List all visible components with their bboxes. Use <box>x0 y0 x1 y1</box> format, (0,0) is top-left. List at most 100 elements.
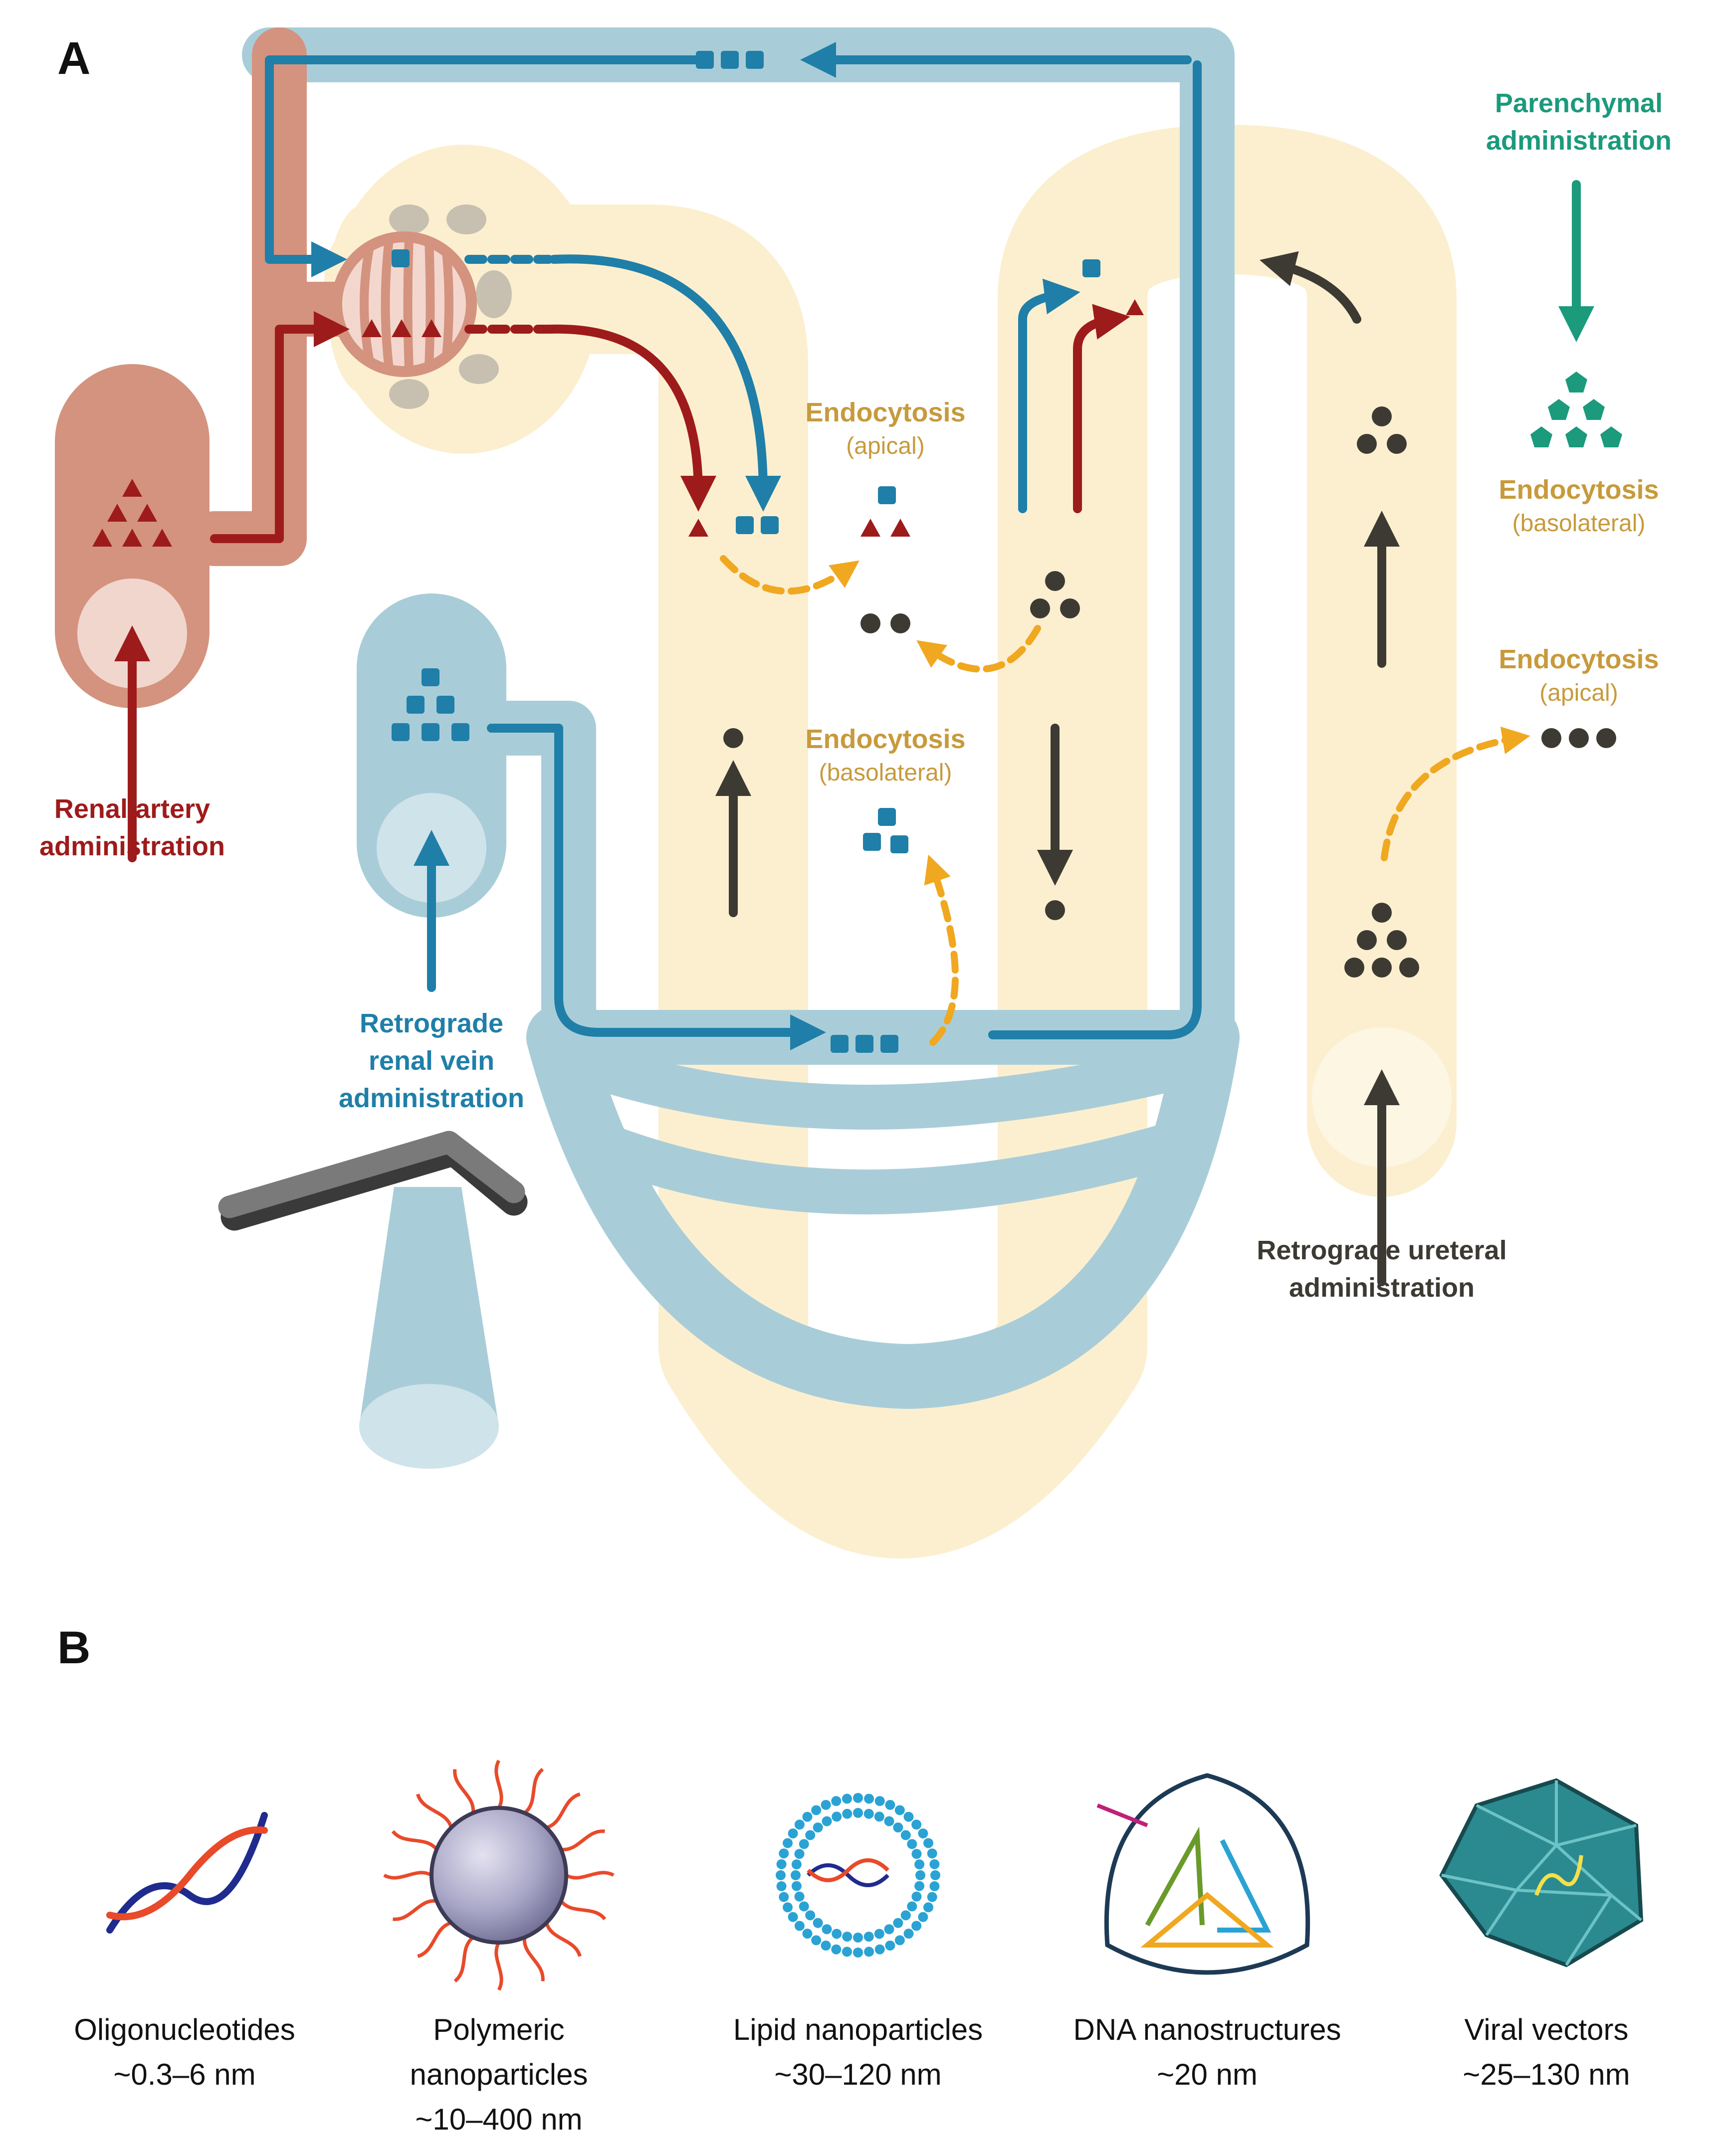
lipid-bead <box>923 1902 933 1913</box>
polymer-chain <box>393 1899 437 1921</box>
svg-text:administration: administration <box>39 831 225 861</box>
lipid-bead <box>918 1828 928 1839</box>
svg-text:(basolateral): (basolateral) <box>819 760 952 786</box>
lipid-bead <box>788 1828 798 1839</box>
lipid-bead <box>805 1830 816 1840</box>
lipid-bead <box>927 1848 937 1859</box>
lipid-bead <box>853 1808 863 1818</box>
endocytosis-basolateral-label-2: Endocytosis (basolateral) <box>805 724 965 786</box>
polymer-chain <box>523 1937 545 1981</box>
lipid-bead <box>914 1881 925 1891</box>
renal-artery-label: Renal artery administration <box>39 794 225 861</box>
svg-text:Retrograde ureteral: Retrograde ureteral <box>1257 1235 1506 1265</box>
lipid-nanoparticle-icon <box>776 1793 940 1958</box>
lipid-bead <box>842 1793 852 1804</box>
lipid-bead <box>842 1932 853 1942</box>
lipid-bead <box>907 1901 917 1912</box>
panel-b-label: B <box>57 1622 90 1673</box>
endocytosis-basolateral-label-1: Endocytosis (basolateral) <box>1498 475 1659 537</box>
lipid-bead <box>799 1901 809 1912</box>
lipid-bead <box>794 1921 805 1931</box>
panel-a-label: A <box>57 33 90 84</box>
lipid-bead <box>813 1918 823 1928</box>
lipid-bead <box>885 1940 895 1951</box>
endocytosis-apical-label-2: Endocytosis (apical) <box>1498 644 1659 706</box>
retrograde-vein-label: Retrograde renal vein administration <box>339 1008 524 1113</box>
lipid-bead <box>853 1948 863 1958</box>
svg-text:Parenchymal: Parenchymal <box>1495 88 1663 118</box>
carrier-caption-viral: Viral vectors ~25–130 nm <box>1463 2013 1630 2091</box>
lipid-bead <box>794 1891 805 1902</box>
polymer-chain <box>494 1760 503 1809</box>
polymeric-nanoparticle-icon <box>383 1760 615 1991</box>
dna-nanostructure-icon <box>1096 1773 1310 1975</box>
lipid-bead <box>893 1918 903 1928</box>
svg-text:nanoparticles: nanoparticles <box>410 2058 588 2091</box>
viral-vector-icon <box>1439 1778 1644 1967</box>
svg-text:~30–120 nm: ~30–120 nm <box>774 2058 941 2091</box>
polymer-chain <box>391 1830 438 1851</box>
lipid-bead <box>791 1870 801 1880</box>
lipid-bead <box>929 1881 940 1892</box>
lipid-bead <box>911 1849 922 1859</box>
lipid-bead <box>874 1944 885 1955</box>
polymer-chain <box>416 1793 453 1828</box>
lipid-bead <box>776 1859 787 1869</box>
lipid-bead <box>802 1811 813 1822</box>
lipid-bead <box>915 1870 925 1880</box>
lipid-bead <box>791 1881 802 1891</box>
carrier-caption-oligonucleotides: Oligonucleotides ~0.3–6 nm <box>74 2013 295 2091</box>
carrier-caption-polymeric: Polymeric nanoparticles ~10–400 nm <box>410 2013 588 2136</box>
svg-text:~0.3–6 nm: ~0.3–6 nm <box>113 2058 255 2091</box>
lipid-bead <box>929 1859 940 1869</box>
polymer-chain <box>559 1900 607 1921</box>
lipid-bead <box>783 1838 793 1848</box>
svg-text:~25–130 nm: ~25–130 nm <box>1463 2058 1630 2091</box>
lipid-bead <box>911 1819 922 1830</box>
lipid-bead <box>822 1924 832 1935</box>
lipid-bead <box>842 1808 853 1819</box>
lipid-bead <box>779 1848 789 1859</box>
cargo-triangles <box>92 299 1144 547</box>
lipid-bead <box>923 1838 933 1848</box>
lipid-bead <box>821 1800 831 1810</box>
svg-text:Polymeric: Polymeric <box>433 2013 564 2046</box>
lipid-bead <box>853 1793 863 1803</box>
dashed-exits <box>464 255 553 334</box>
svg-text:Viral vectors: Viral vectors <box>1464 2013 1628 2046</box>
svg-text:administration: administration <box>1486 126 1672 156</box>
retrograde-ureteral-label: Retrograde ureteral administration <box>1257 1235 1506 1303</box>
svg-text:renal vein: renal vein <box>369 1046 494 1076</box>
svg-text:(basolateral): (basolateral) <box>1512 510 1646 537</box>
lipid-bead <box>831 1944 842 1955</box>
svg-text:Endocytosis: Endocytosis <box>805 397 965 427</box>
lipid-bead <box>791 1859 802 1870</box>
lipid-bead <box>794 1819 805 1830</box>
lipid-bead <box>776 1870 786 1880</box>
lipid-bead <box>874 1796 885 1806</box>
carrier-caption-lipid: Lipid nanoparticles ~30–120 nm <box>733 2013 983 2091</box>
lipid-bead <box>900 1830 911 1840</box>
polymer-chain <box>565 1871 615 1880</box>
svg-text:DNA nanostructures: DNA nanostructures <box>1073 2013 1341 2046</box>
lipid-bead <box>832 1811 842 1822</box>
polymer-chain <box>453 1936 474 1983</box>
lipid-bead <box>799 1839 809 1849</box>
lipid-bead <box>894 1805 905 1815</box>
polymer-chain <box>383 1871 432 1880</box>
glomerulus <box>331 204 512 409</box>
blue-flow-lines <box>265 42 1202 1050</box>
lipid-bead <box>811 1805 822 1815</box>
lipid-bead <box>894 1935 905 1946</box>
polymer-chain <box>546 1792 581 1829</box>
lipid-bead <box>779 1892 789 1902</box>
polymer-chain <box>453 1769 475 1813</box>
lipid-bead <box>907 1839 917 1849</box>
polymer-chain <box>561 1829 605 1851</box>
lipid-bead <box>821 1940 831 1951</box>
lipid-bead <box>805 1910 816 1921</box>
lipid-bead <box>864 1793 874 1804</box>
lipid-bead <box>874 1811 884 1822</box>
lipid-bead <box>842 1947 852 1957</box>
